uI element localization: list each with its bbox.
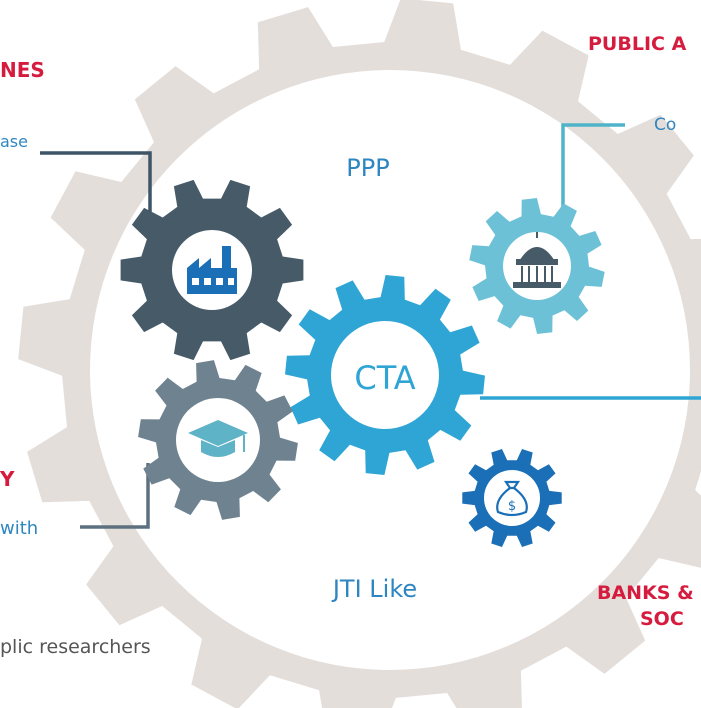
jti-like-label: JTI Like	[331, 575, 417, 603]
left-top-header: NES	[0, 58, 45, 82]
left-bottom-text: with	[0, 518, 38, 539]
connector-left-top	[40, 151, 152, 220]
capitol-building-icon	[513, 232, 561, 288]
ppp-label: PPP	[346, 154, 389, 182]
left-top-text: ase	[0, 132, 28, 151]
left-bottom-header: Y	[0, 467, 15, 491]
factory-icon	[187, 246, 237, 294]
connector-left-bottom	[80, 463, 150, 529]
graduation-cap-icon	[188, 420, 248, 457]
bottom-right-header-line2: SOC	[640, 608, 684, 630]
connector-top-right	[561, 123, 625, 215]
bottom-text: plic researchers	[0, 636, 151, 658]
cta-label: CTA	[354, 359, 415, 397]
money-bag-icon: $	[496, 480, 528, 517]
svg-text:$: $	[508, 499, 516, 514]
cta-gear	[285, 275, 485, 475]
bottom-right-header-line1: BANKS &	[597, 582, 694, 604]
top-right-text: Co	[654, 115, 676, 135]
top-right-header: PUBLIC A	[588, 33, 687, 55]
